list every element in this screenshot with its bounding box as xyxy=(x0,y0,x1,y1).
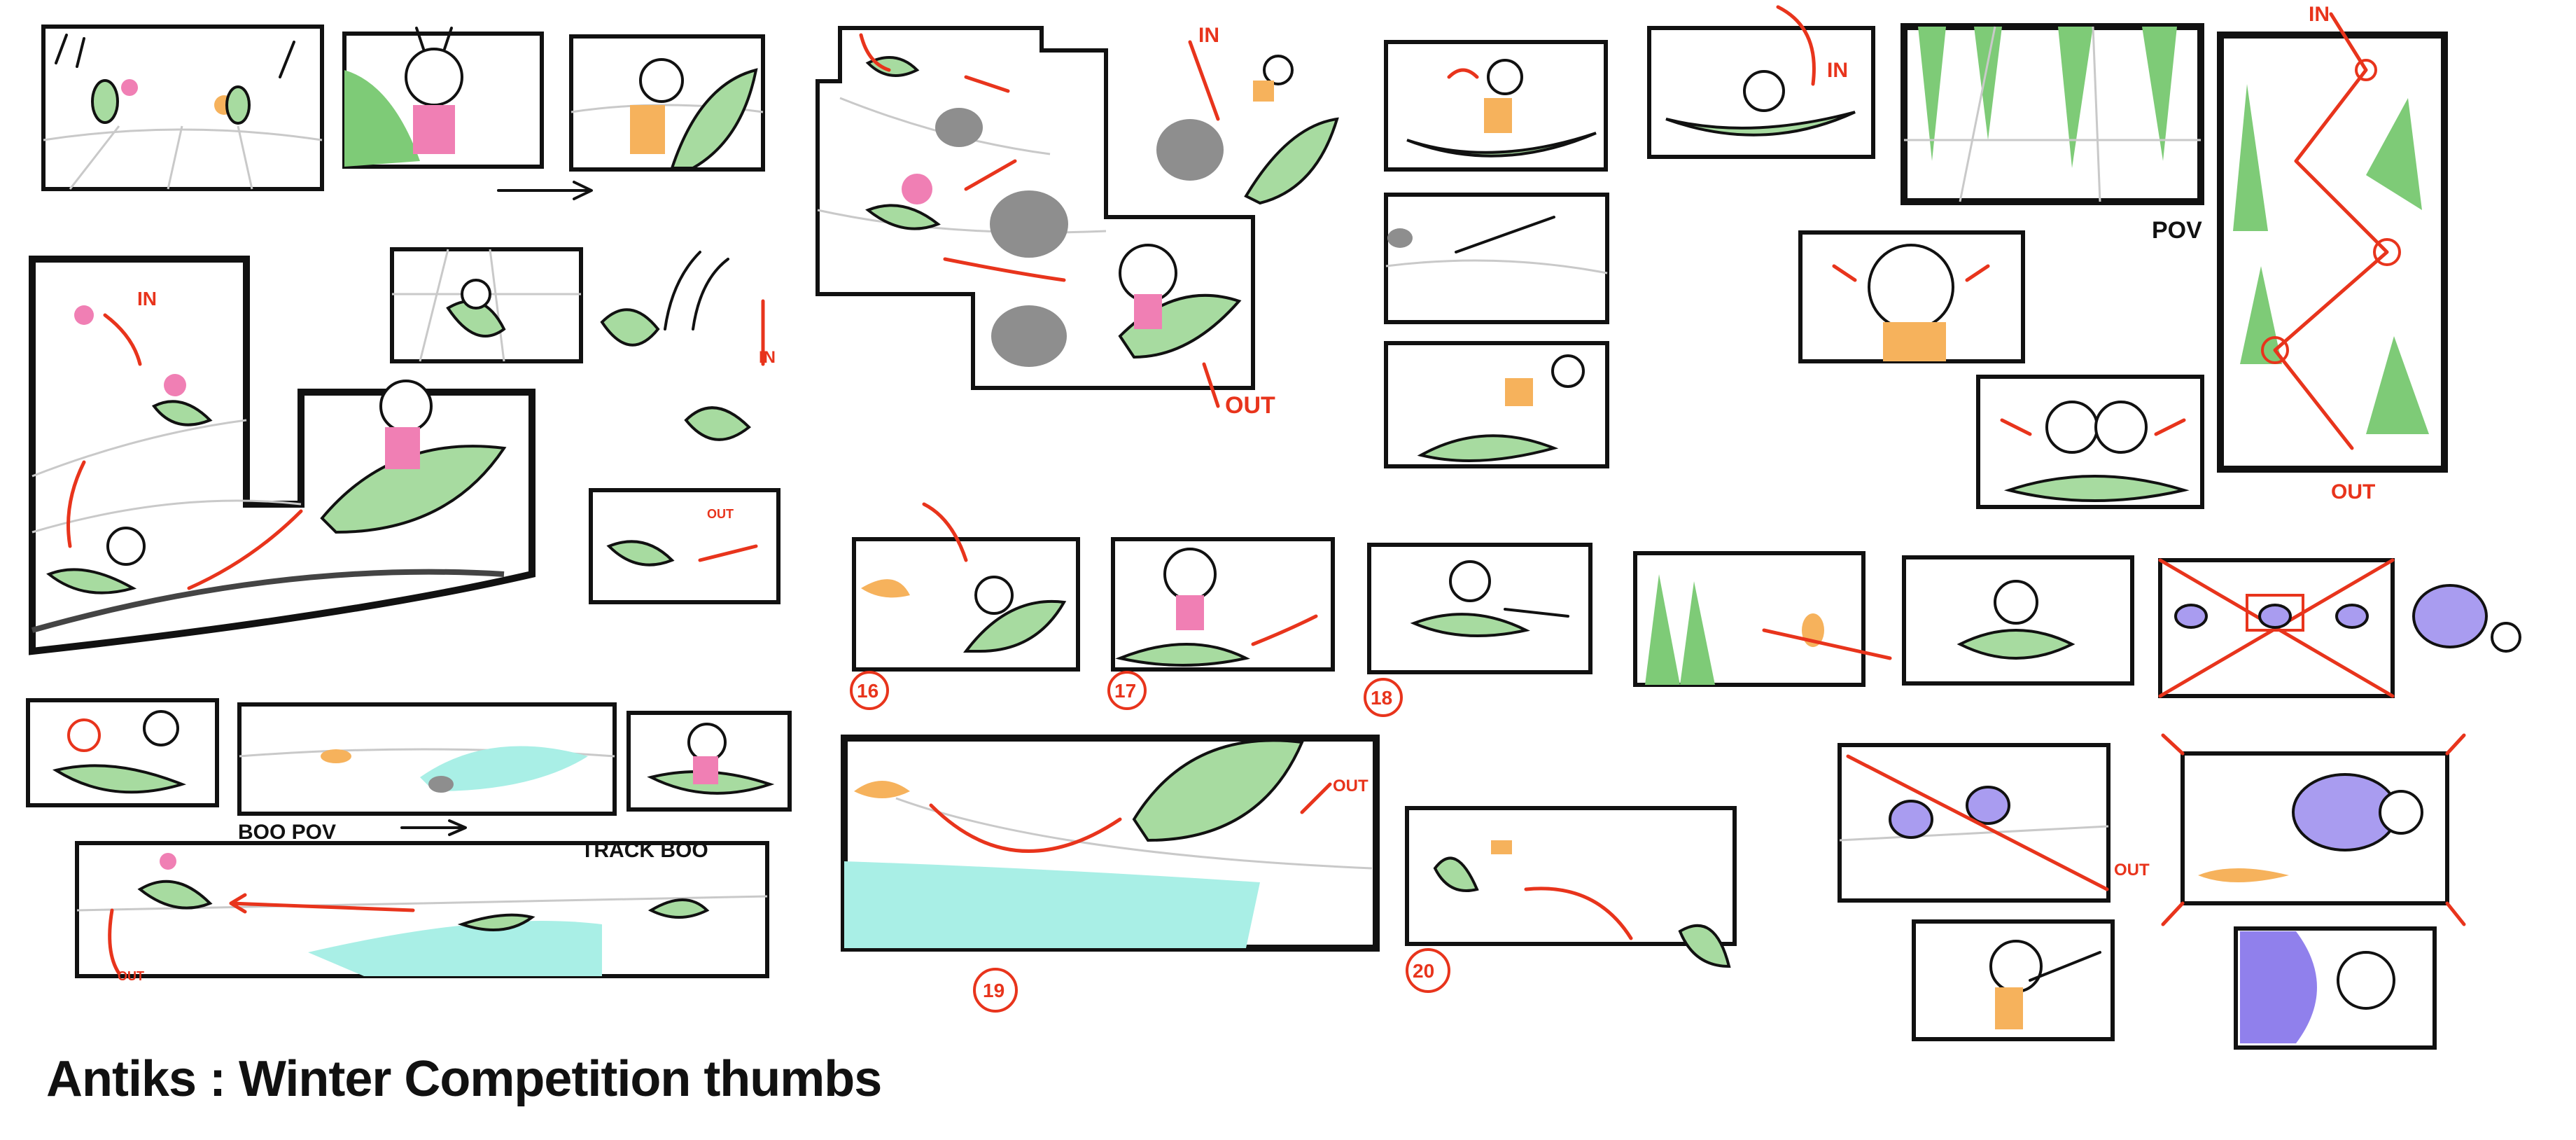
panel-leaf-spin xyxy=(1902,555,2134,686)
panel-double-take xyxy=(1976,375,2204,509)
in-label-leaf: IN xyxy=(759,348,776,367)
panel-flies-cross: OUT xyxy=(1837,743,2150,903)
leaf-exit xyxy=(1678,924,1731,968)
pov-label: POV xyxy=(2152,217,2202,244)
boo-pov-label: BOO POV xyxy=(238,821,336,844)
panel-front-in: IN xyxy=(1647,5,1875,159)
arrow-right xyxy=(497,181,593,200)
number-badge-17 xyxy=(1107,671,1147,710)
panel-3 xyxy=(569,34,765,172)
out-label-slalom: OUT xyxy=(1225,392,1275,419)
out-label-grass: OUT xyxy=(2331,480,2375,503)
panel-20 xyxy=(1405,806,1737,946)
panel-boat-right xyxy=(626,711,792,812)
panel-1 xyxy=(41,25,324,191)
panel-purple-wipe xyxy=(2234,926,2437,1050)
arrow-right-2 xyxy=(400,819,467,836)
panel-big-fly xyxy=(2161,733,2466,926)
panel-track-boo: TRACK BOO OUT xyxy=(75,839,769,983)
panel-number-17: 17 xyxy=(1114,680,1136,702)
out-arrow-slalom xyxy=(1202,362,1220,408)
panel-stick xyxy=(1384,193,1609,324)
panel-scream xyxy=(1798,230,2025,363)
panel-number-19: 19 xyxy=(983,980,1004,1001)
out-label-19: OUT xyxy=(1333,777,1368,795)
sketch-ant-jump: IN xyxy=(1156,24,1339,205)
panel-tall-grass: IN OUT xyxy=(2217,3,2448,503)
sheet-title: Antiks : Winter Competition thumbs xyxy=(46,1051,882,1107)
panel-number-16: 16 xyxy=(857,680,878,702)
panel-number-20: 20 xyxy=(1413,960,1434,982)
number-badge-19 xyxy=(973,968,1018,1013)
number-badge-18 xyxy=(1364,678,1403,717)
panel-bugs xyxy=(2158,558,2395,698)
track-boo-label: TRACK BOO xyxy=(581,839,708,862)
in-label-jump: IN xyxy=(1198,24,1219,47)
panel-16 xyxy=(852,502,1080,672)
number-badge-16 xyxy=(850,671,889,710)
panel-rocks-slalom xyxy=(816,26,1255,390)
panel-push-off xyxy=(1384,341,1609,468)
panel-19: OUT xyxy=(841,735,1380,952)
sketch-purple-bug xyxy=(2412,584,2521,653)
panel-leaf-top xyxy=(390,247,583,363)
out-small-label: OUT xyxy=(707,507,734,521)
panel-2 xyxy=(342,27,544,169)
panel-small-out: OUT xyxy=(589,488,780,604)
panel-pov-grass: POV xyxy=(1900,23,2204,244)
panel-big-slide: IN xyxy=(29,256,536,655)
sketch-leaf-fall: IN xyxy=(600,251,776,441)
in-label-front: IN xyxy=(1827,59,1848,82)
panel-shout xyxy=(26,698,219,807)
panel-jump-in xyxy=(1384,40,1608,172)
out-label-track: OUT xyxy=(118,969,144,983)
out-label-flies: OUT xyxy=(2114,861,2150,880)
panel-number-18: 18 xyxy=(1371,687,1392,709)
panel-17 xyxy=(1111,537,1335,672)
in-label-grass: IN xyxy=(2309,3,2330,26)
in-label: IN xyxy=(137,288,157,310)
panel-18 xyxy=(1367,543,1592,674)
panel-boo-pov: BOO POV xyxy=(237,702,617,844)
number-badge-20 xyxy=(1406,948,1450,993)
panel-ant-closeup xyxy=(1912,919,2115,1041)
panel-reeds xyxy=(1633,551,1892,687)
